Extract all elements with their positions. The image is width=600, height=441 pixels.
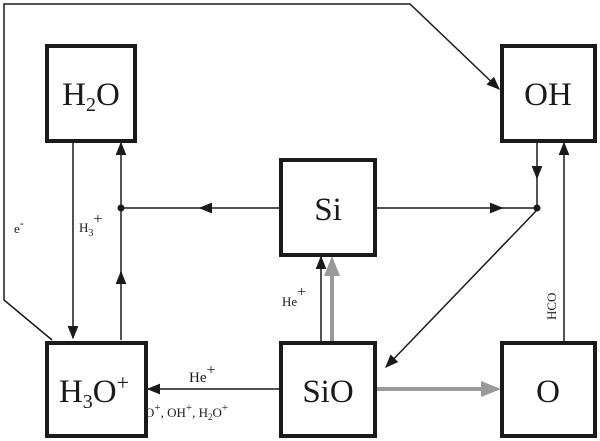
node-h3o: H3O+ [45,341,148,438]
node-h2o-label: H2O [62,77,120,116]
label-hco-vertical: HCO [544,293,559,320]
label-h-plus: H3+ [79,211,102,239]
node-oh-label: OH [524,77,572,113]
node-si: Si [279,158,377,257]
node-sio-label: SiO [302,374,353,410]
node-h2o: H2O [45,44,137,143]
nodes: H2O OH Si H3O+ SiO O [45,44,597,438]
connections [3,3,570,397]
node-sio: SiO [279,341,377,438]
edge-h3o-to-oh-outer [3,3,500,341]
node-si-label: Si [314,192,342,228]
edge-right-junction-to-sio [385,209,538,368]
node-h3o-label: H3O+ [59,370,129,413]
label-electron: e- [14,216,24,236]
node-oh: OH [500,44,597,143]
edge-labels: e- H3+ He+ HCO He+ O+, OH+, H2O+ [14,211,559,422]
node-o: O [500,341,597,438]
label-he-plus-vertical: He+ [282,284,306,309]
label-products-bottom: O+, OH+, H2O+ [145,402,228,422]
label-he-plus-horizontal: He+ [189,362,216,386]
node-o-label: O [536,374,560,410]
